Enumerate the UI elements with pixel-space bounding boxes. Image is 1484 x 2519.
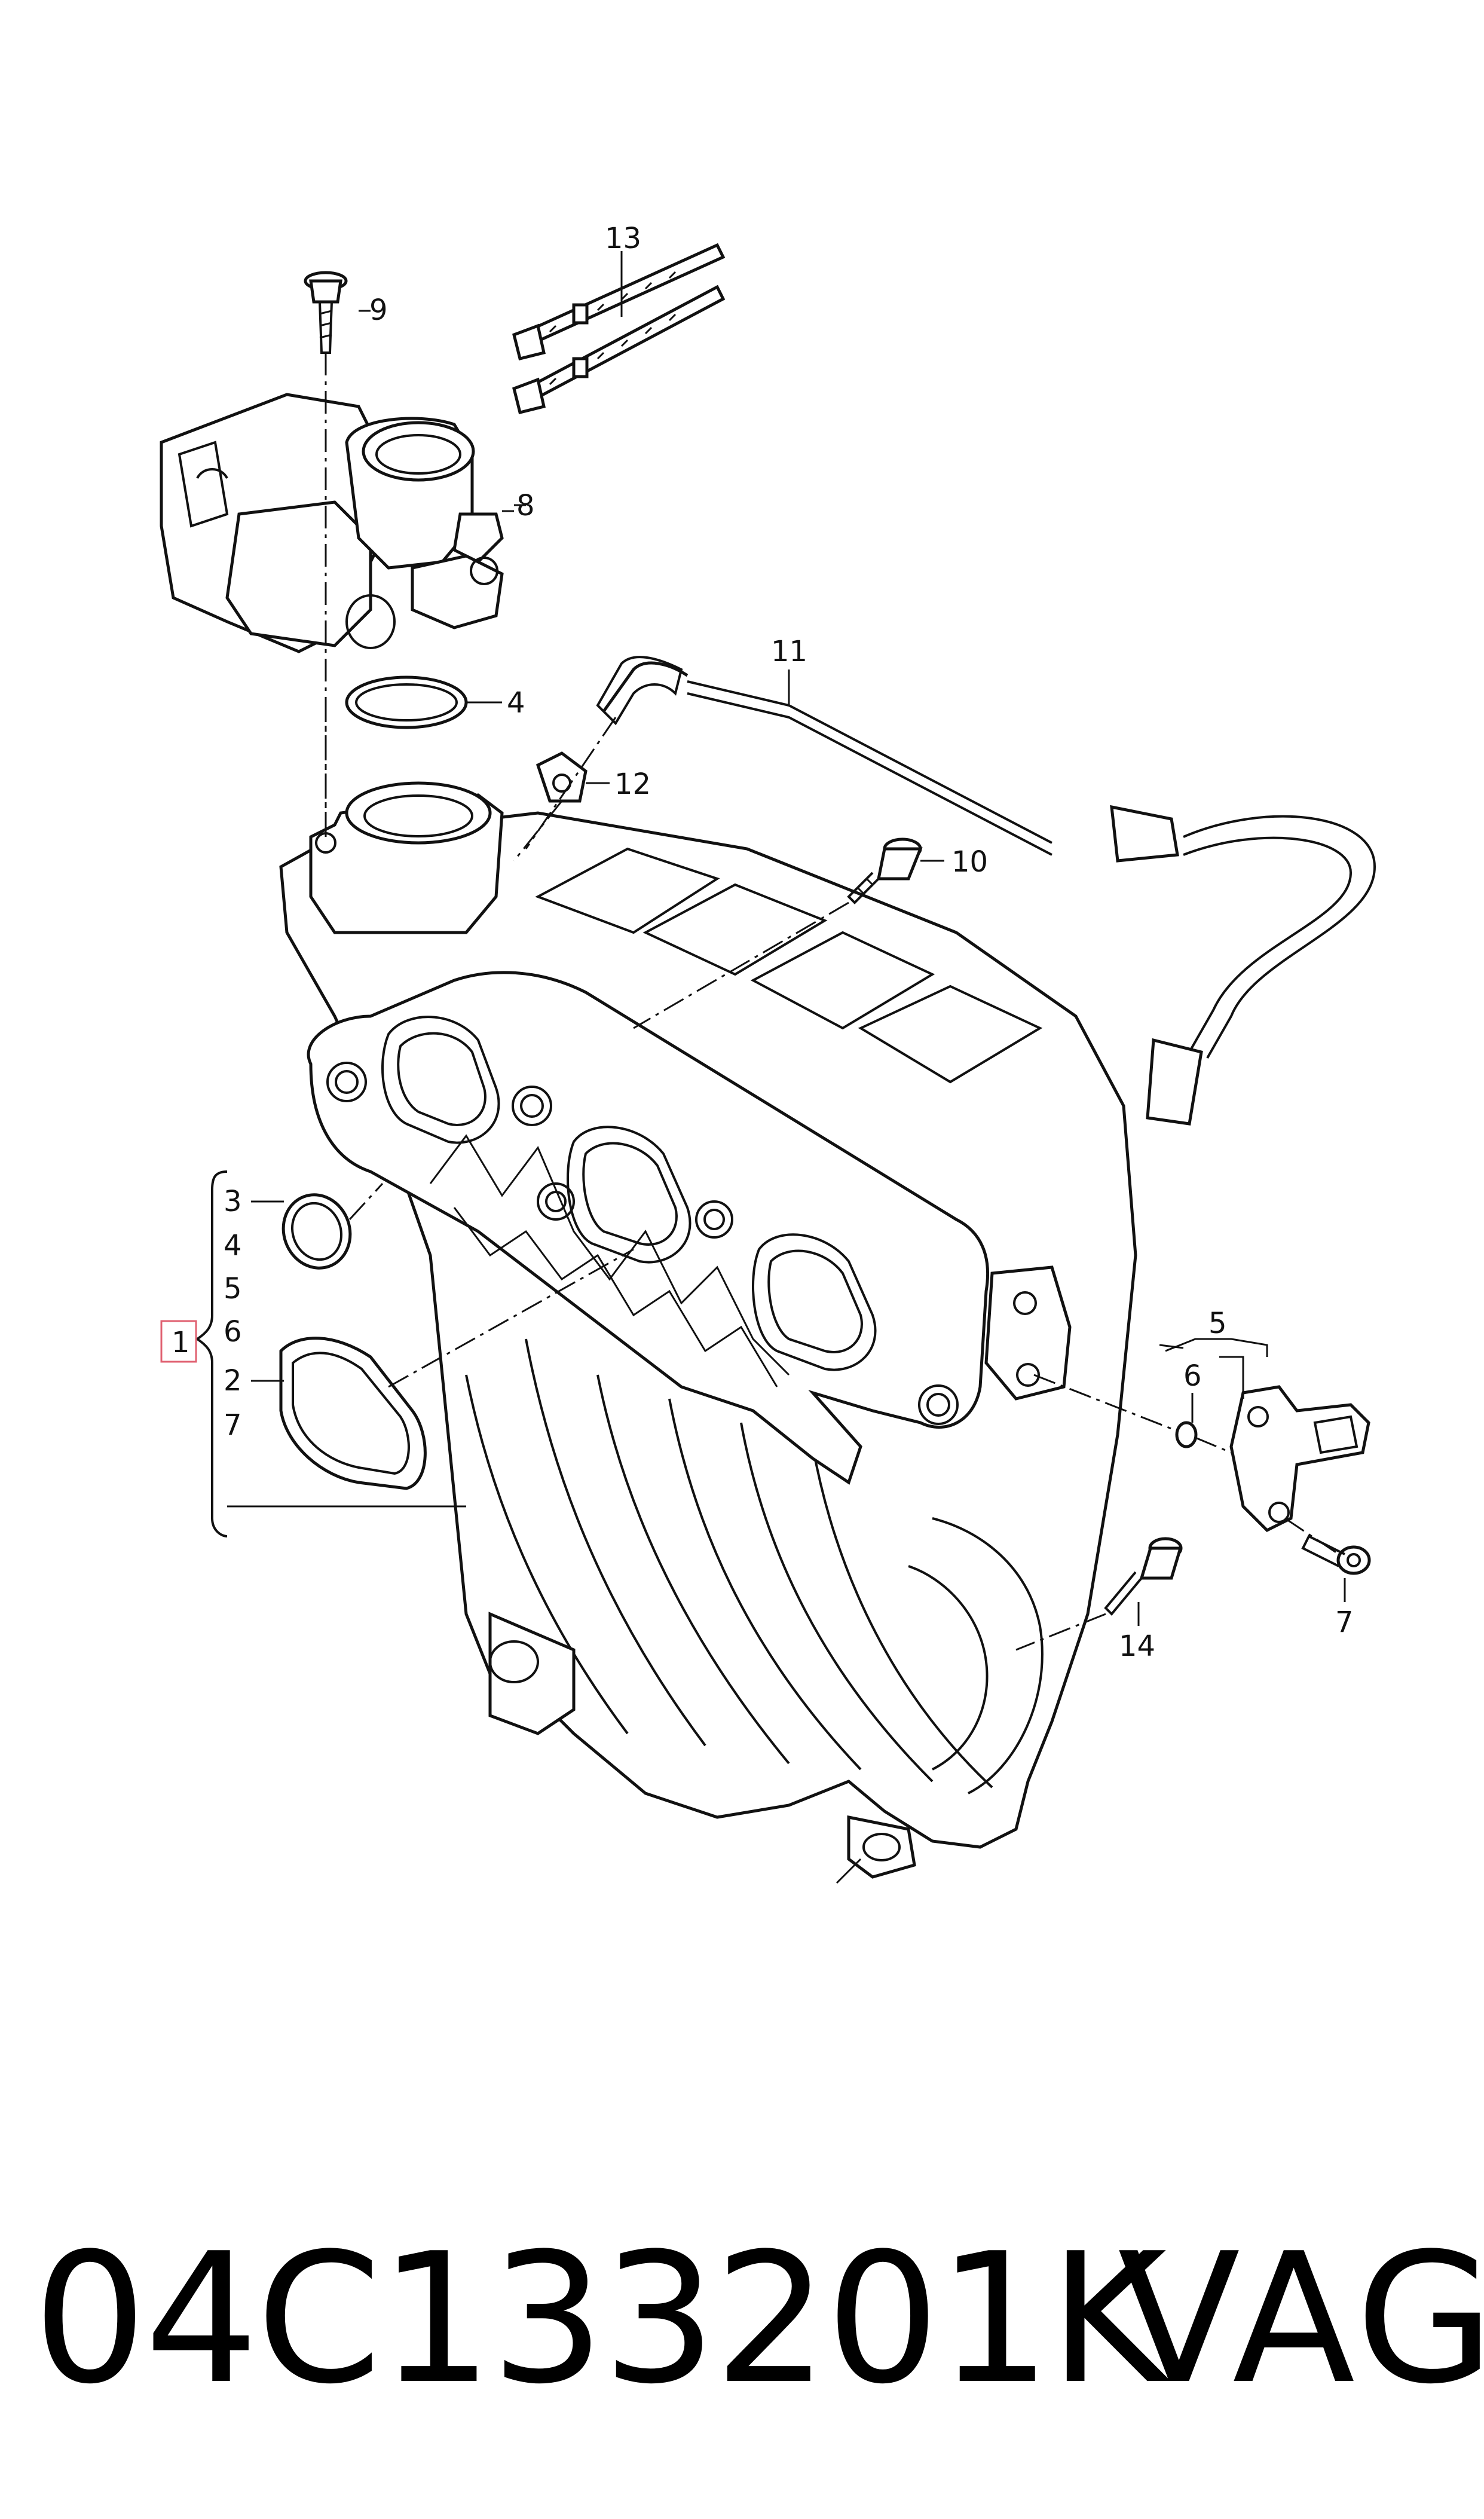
callout-12: 12: [614, 768, 651, 801]
part-number: 04C133201K: [33, 2215, 1167, 2423]
vacuum-hose-11: [596, 656, 1376, 1126]
clip-12: [536, 751, 588, 803]
callout-8: 8: [516, 489, 535, 522]
assembly-leader-lines: [325, 353, 1339, 1651]
brand-name: VAG: [1118, 2215, 1484, 2423]
callout-7: 7: [1335, 1606, 1354, 1639]
callout-labels: 1 3 4 5 6 2 7 9 13 8 4 11 12 10 5 6 7 14: [160, 222, 1354, 1663]
footer: 04C133201K VAG: [0, 2212, 1484, 2427]
callout-4: 4: [507, 686, 525, 720]
screw-9: [304, 271, 348, 354]
o-ring-3: [281, 1193, 352, 1270]
bolt-10: [847, 837, 923, 904]
callout-10: 10: [951, 845, 988, 879]
callout-9: 9: [369, 294, 388, 327]
callout-5-bracket: 5: [224, 1272, 242, 1306]
callout-5: 5: [1208, 1307, 1227, 1340]
cable-ties-13: [512, 243, 726, 415]
bolt-14: [1104, 1537, 1183, 1616]
screw-7: [1301, 1534, 1371, 1575]
callout-1: 1: [172, 1326, 190, 1359]
manifold-flange: [307, 971, 990, 1485]
seal-ring-6: [1175, 1421, 1198, 1448]
o-ring-4: [345, 675, 468, 729]
throttle-body: [160, 393, 514, 653]
map-sensor-5: [1229, 1385, 1370, 1533]
gasket-2: [279, 1337, 427, 1490]
callout-6-bracket: 6: [224, 1315, 242, 1349]
callout-leaders: [195, 251, 1346, 1626]
callout-4-bracket: 4: [224, 1229, 242, 1262]
callout-2: 2: [224, 1364, 242, 1398]
callout-13: 13: [605, 222, 641, 255]
manifold-inlet-neck: [309, 781, 504, 934]
callout-6: 6: [1183, 1359, 1202, 1393]
callout-3: 3: [224, 1185, 242, 1218]
highlighted-callout-box: [160, 1320, 197, 1363]
callout-11: 11: [771, 635, 807, 668]
callout-14: 14: [1119, 1630, 1155, 1663]
callout-7-bracket: 7: [224, 1408, 242, 1442]
